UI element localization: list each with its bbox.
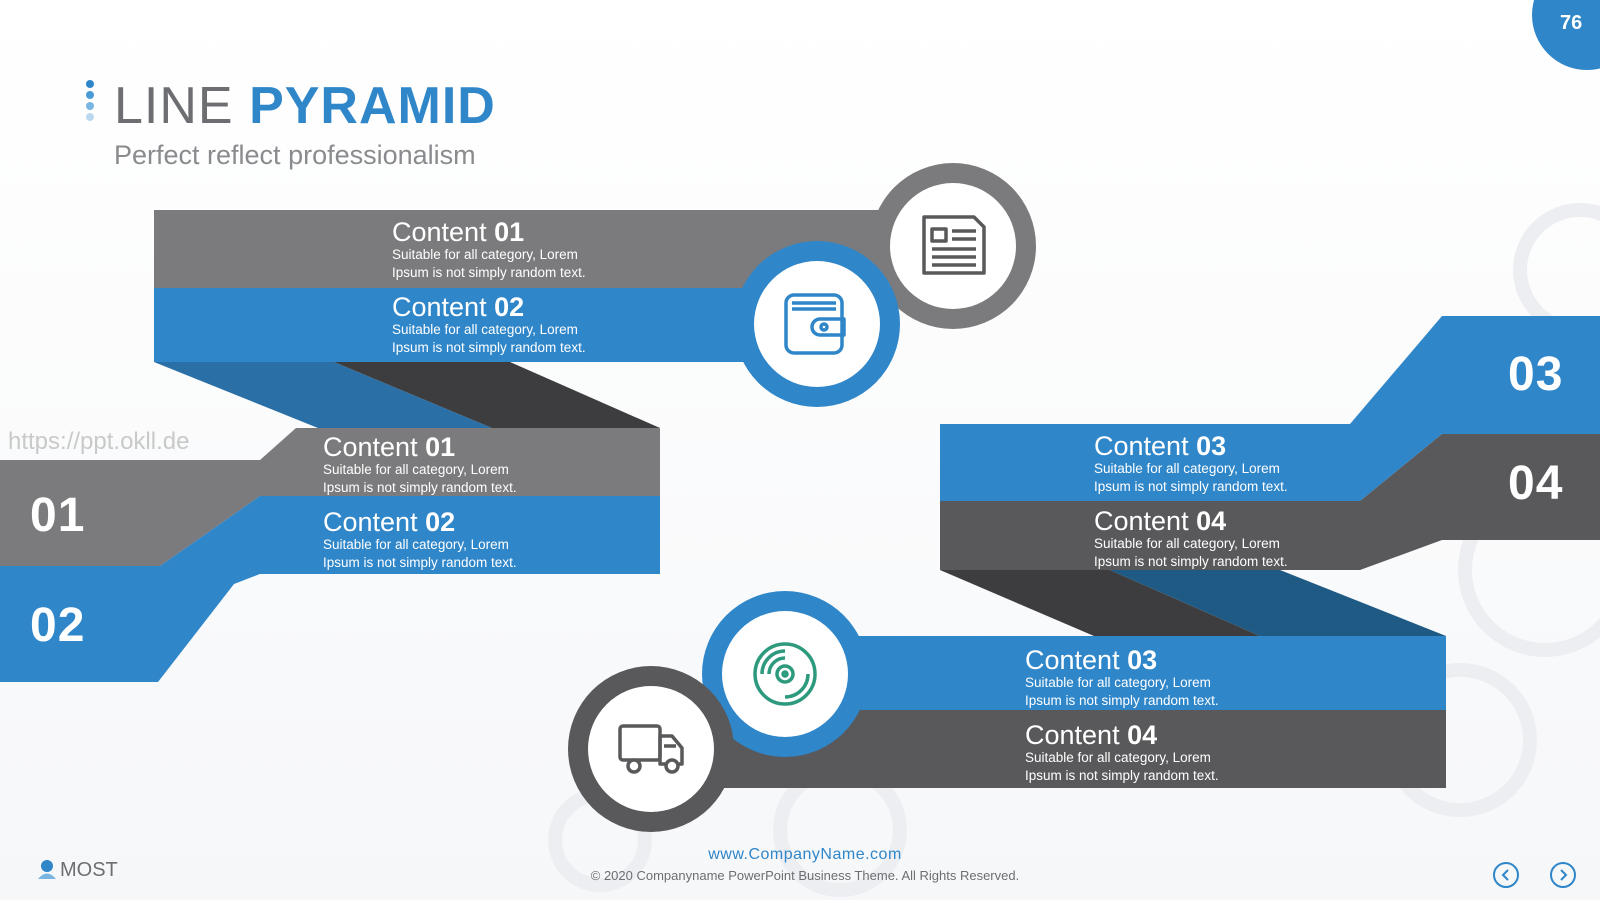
title-part-1: LINE — [114, 77, 250, 135]
item-desc-line2: Ipsum is not simply random text. — [1025, 693, 1219, 708]
page-title: LINE PYRAMID — [114, 76, 496, 136]
top-item-1: Content 01 Suitable for all category, Lo… — [392, 218, 586, 282]
truck-ring — [568, 666, 734, 832]
chevron-right-icon — [1560, 869, 1568, 881]
left-band-blue — [0, 496, 660, 682]
disc-icon — [753, 642, 817, 706]
item-number: 01 — [425, 432, 456, 462]
logo-mark-icon — [36, 858, 58, 880]
item-number: 03 — [1196, 431, 1227, 461]
left-item-1: Content 01 Suitable for all category, Lo… — [323, 433, 517, 497]
item-desc-line2: Ipsum is not simply random text. — [1094, 479, 1288, 494]
top-item-2: Content 02 Suitable for all category, Lo… — [392, 293, 586, 357]
item-label: Content — [1025, 720, 1128, 750]
wallet-icon — [784, 293, 846, 355]
item-label: Content — [1025, 645, 1128, 675]
logo-text: MOST — [60, 859, 118, 881]
bottom-band-content-03 — [820, 636, 1446, 710]
next-slide-button[interactable] — [1550, 862, 1576, 888]
truck-icon — [618, 724, 684, 774]
item-label: Content — [392, 292, 495, 322]
item-desc-line1: Suitable for all category, Lorem — [1094, 536, 1280, 551]
bottom-item-1: Content 03 Suitable for all category, Lo… — [1025, 646, 1219, 710]
footer-url[interactable]: www.CompanyName.com — [708, 846, 902, 863]
top-band-content-02 — [154, 288, 744, 362]
item-desc-line2: Ipsum is not simply random text. — [1025, 768, 1219, 783]
title-part-2: PYRAMID — [249, 77, 496, 135]
item-number: 02 — [494, 292, 525, 322]
item-desc-line1: Suitable for all category, Lorem — [323, 462, 509, 477]
item-desc-line2: Ipsum is not simply random text. — [323, 480, 517, 495]
item-desc-line2: Ipsum is not simply random text. — [392, 340, 586, 355]
right-band-dark — [940, 434, 1600, 570]
left-band-gray — [0, 428, 660, 566]
item-label: Content — [1094, 506, 1197, 536]
bottom-item-2: Content 04 Suitable for all category, Lo… — [1025, 721, 1219, 785]
item-desc-line2: Ipsum is not simply random text. — [392, 265, 586, 280]
item-number: 03 — [1127, 645, 1158, 675]
item-desc-line1: Suitable for all category, Lorem — [392, 322, 578, 337]
footer-copyright: © 2020 Companyname PowerPoint Business T… — [590, 868, 1020, 883]
top-fold-blue — [154, 362, 492, 428]
wallet-ring — [734, 241, 900, 407]
item-label: Content — [392, 217, 495, 247]
right-fold-dark — [940, 570, 1260, 636]
big-number-03: 03 — [1508, 348, 1564, 401]
right-band-blue — [940, 316, 1600, 501]
left-item-2: Content 02 Suitable for all category, Lo… — [323, 508, 517, 572]
chevron-left-icon — [1501, 869, 1509, 881]
big-number-01: 01 — [30, 489, 86, 542]
item-number: 02 — [425, 507, 456, 537]
item-label: Content — [1094, 431, 1197, 461]
company-logo: MOST — [36, 858, 118, 882]
page-number: 76 — [1560, 12, 1583, 34]
item-number: 04 — [1127, 720, 1158, 750]
item-desc-line1: Suitable for all category, Lorem — [1094, 461, 1280, 476]
item-number: 01 — [494, 217, 525, 247]
newspaper-ring — [870, 163, 1036, 329]
item-label: Content — [323, 432, 426, 462]
title-accent-dots — [86, 80, 96, 124]
big-number-02: 02 — [30, 599, 86, 652]
newspaper-icon — [922, 215, 986, 275]
item-desc-line2: Ipsum is not simply random text. — [323, 555, 517, 570]
item-desc-line1: Suitable for all category, Lorem — [392, 247, 578, 262]
item-label: Content — [323, 507, 426, 537]
right-item-2: Content 04 Suitable for all category, Lo… — [1094, 507, 1288, 571]
page-subtitle: Perfect reflect professionalism — [114, 140, 476, 170]
item-desc-line1: Suitable for all category, Lorem — [323, 537, 509, 552]
right-item-1: Content 03 Suitable for all category, Lo… — [1094, 432, 1288, 496]
item-number: 04 — [1196, 506, 1227, 536]
right-fold-blue — [1110, 570, 1446, 636]
item-desc-line1: Suitable for all category, Lorem — [1025, 675, 1211, 690]
item-desc-line2: Ipsum is not simply random text. — [1094, 554, 1288, 569]
previous-slide-button[interactable] — [1493, 862, 1519, 888]
item-desc-line1: Suitable for all category, Lorem — [1025, 750, 1211, 765]
watermark: https://ppt.okll.de — [8, 428, 190, 455]
big-number-04: 04 — [1508, 457, 1564, 510]
top-fold-dark — [334, 362, 660, 428]
